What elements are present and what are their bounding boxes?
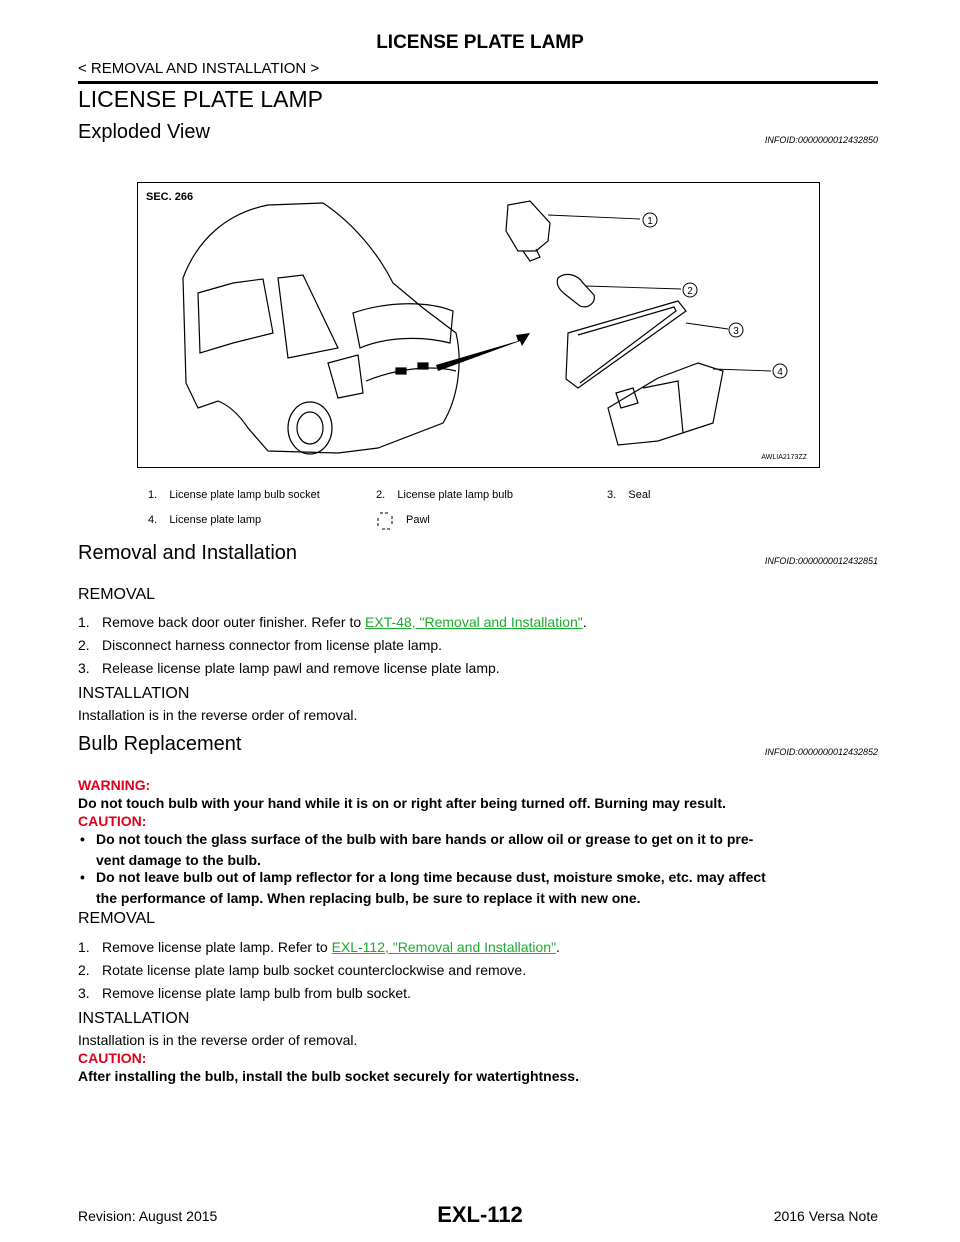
bulb-removal-step-3: 3.Remove license plate lamp bulb from bu… [78, 985, 411, 1001]
footer-page-number: EXL-112 [437, 1202, 523, 1227]
pawl-symbol-icon [377, 512, 393, 530]
section-title-bulb-replacement: Bulb Replacement [78, 733, 242, 755]
quarter-window [277, 274, 339, 359]
lamp-pawl [615, 387, 639, 409]
warning-label: WARNING: [78, 777, 151, 793]
page-title: LICENSE PLATE LAMP [78, 86, 323, 112]
caution2-label: CAUTION: [78, 1050, 147, 1066]
leader-lines [547, 214, 772, 372]
bulb-socket-tab [522, 248, 541, 262]
figure-section-label: SEC. 266 [146, 191, 194, 203]
removal-heading: REMOVAL [78, 586, 156, 603]
callout-1: 1 [647, 216, 653, 227]
callout-2: 2 [687, 286, 693, 297]
bulb-removal-heading: REMOVAL [78, 910, 156, 927]
caution-label: CAUTION: [78, 813, 147, 829]
link-ext-48[interactable]: EXT-48, "Removal and Installation" [365, 614, 583, 630]
infoid-removal-installation: INFOID:0000000012432851 [764, 556, 878, 566]
removal-step-3: 3.Release license plate lamp pawl and re… [78, 660, 500, 676]
lamp-part [607, 362, 724, 446]
bulb-socket-part [505, 200, 551, 252]
link-exl-112[interactable]: EXL-112, "Removal and Installation" [331, 939, 557, 955]
bulb-installation-text: Installation is in the reverse order of … [78, 1032, 358, 1048]
caution-bullet-2: • Do not leave bulb out of lamp reflecto… [80, 869, 766, 906]
section-title-removal-installation: Removal and Installation [78, 542, 298, 564]
exploded-view-drawing: 1 2 3 4 [182, 200, 788, 455]
infoid-exploded-view: INFOID:0000000012432850 [764, 135, 878, 145]
bulb-removal-step-2: 2.Rotate license plate lamp bulb socket … [78, 962, 527, 978]
callout-3: 3 [733, 326, 739, 337]
bulb-installation-heading: INSTALLATION [78, 1010, 190, 1027]
caution2-text: After installing the bulb, install the b… [78, 1068, 579, 1084]
figure-id: AWLIA2173ZZ [761, 454, 807, 461]
warning-text: Do not touch bulb with your hand while i… [78, 795, 726, 811]
car-body-outline [182, 202, 460, 454]
lamp-lens-line [642, 380, 684, 434]
caution-bullet-1: • Do not touch the glass surface of the … [80, 831, 754, 868]
installation-heading: INSTALLATION [78, 685, 190, 702]
tail-lamp [327, 354, 364, 399]
footer-model: 2016 Versa Note [773, 1208, 878, 1224]
rear-wheel-hub [296, 411, 324, 445]
seal-inner [577, 306, 677, 384]
legend-item-2: 2. License plate lamp bulb [376, 489, 513, 501]
bulb-removal-step-1: 1.Remove license plate lamp. Refer to EX… [78, 939, 560, 955]
infoid-bulb-replacement: INFOID:0000000012432852 [764, 747, 878, 757]
seal-part [565, 300, 687, 389]
legend-pawl: Pawl [406, 514, 430, 526]
rear-wheel [287, 401, 333, 455]
callout-4: 4 [777, 367, 783, 378]
removal-step-1: 1.Remove back door outer finisher. Refer… [78, 614, 587, 630]
lamp-location-1 [395, 367, 407, 375]
installation-text: Installation is in the reverse order of … [78, 707, 358, 723]
vehicle-illustration [182, 202, 460, 455]
header-rule [78, 81, 878, 84]
section-title-exploded-view: Exploded View [78, 121, 210, 143]
back-door-line [365, 367, 457, 382]
legend-item-1: 1. License plate lamp bulb socket [148, 489, 320, 501]
direction-arrow [436, 333, 530, 371]
exploded-view-figure: SEC. 266 [137, 182, 820, 468]
bulb-part [556, 273, 595, 308]
footer-revision: Revision: August 2015 [78, 1208, 218, 1224]
legend-item-3: 3. Seal [607, 489, 651, 501]
legend-item-4: 4. License plate lamp [148, 514, 262, 526]
rear-window [352, 303, 454, 349]
breadcrumb: < REMOVAL AND INSTALLATION > [78, 60, 320, 77]
page-header-title: LICENSE PLATE LAMP [376, 32, 584, 53]
rear-side-window [197, 278, 274, 354]
lamp-location-2 [417, 362, 429, 370]
removal-step-2: 2.Disconnect harness connector from lice… [78, 637, 443, 653]
callout-markers: 1 2 3 4 [642, 212, 788, 379]
